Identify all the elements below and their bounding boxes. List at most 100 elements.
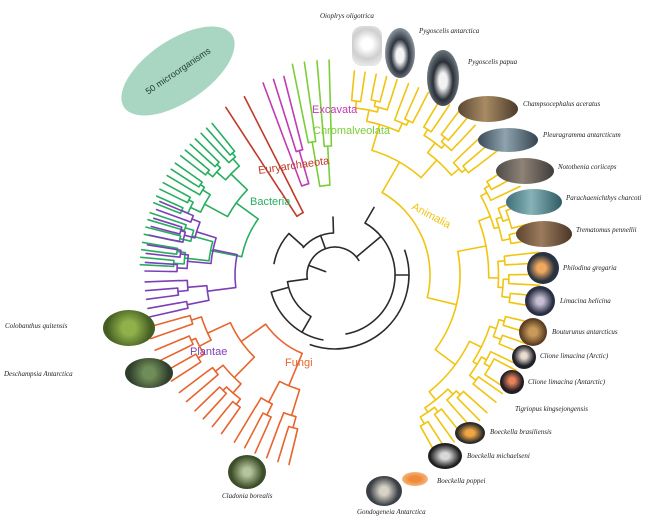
tree-branch [177,268,187,269]
tree-leaf-branch [160,347,188,361]
tree-branch [172,295,179,296]
tree-branch [356,236,381,257]
tree-arc [345,223,395,334]
tree-leaf-branch [195,393,214,411]
tree-branch [435,407,438,412]
tree-leaf-branch [352,71,354,95]
tree-branch [421,160,437,178]
tree-leaf-branch [267,421,281,458]
tree-leaf-branch [362,72,365,94]
tree-branch [217,172,226,180]
tree-arc [201,317,211,340]
tree-branch [203,165,209,170]
worm-photo-icon [519,318,547,346]
tree-branch [387,102,389,110]
tree-branch [233,159,239,166]
tree-leaf-branch [212,408,227,427]
tree-branch [361,94,362,102]
tree-leaf-branch [304,62,313,126]
species-label: Tigriopus kingsejongensis [515,405,588,414]
tree-leaf-branch [289,436,296,465]
tree-branch [463,162,467,166]
tree-arc [371,100,380,102]
tree-leaf-branch [155,339,182,350]
tree-branch [188,286,207,288]
tree-arc [372,150,421,177]
tree-branch [431,125,436,132]
tree-branch [511,242,517,243]
tree-leaf-branch [470,398,487,413]
species-label: Colobanthus quitensis [5,322,67,331]
species-label: Bouturunus antarcticus [552,328,618,337]
tree-branch [213,157,219,163]
tree-branch [424,122,427,127]
species-label: Champsocephalus aceratus [523,100,600,109]
tree-branch [292,191,303,213]
plant-photo-icon [103,310,155,346]
tree-branch [175,211,180,213]
tree-arc [184,225,186,231]
lichen-photo-icon [228,455,266,489]
tree-leaf-branch [278,431,287,462]
tree-branch [428,143,435,153]
tree-arc [320,185,330,186]
species-label: Pygoscelis papua [468,58,517,67]
tree-branch [399,123,403,131]
tree-branch [224,158,229,163]
tree-leaf-branch [145,262,172,264]
tree-leaf-branch [255,423,268,453]
tree-branch [182,336,189,339]
tree-branch [503,219,509,221]
tree-branch [211,163,215,167]
clade-label-chromalveolata: Chromalveolata [313,125,390,137]
tree-arc [271,292,323,340]
tree-branch [205,204,228,216]
species-label: Pleuragramma antarcticum [543,131,621,140]
tree-branch [170,253,177,254]
tree-leaf-branch [416,92,428,115]
tree-branch [291,134,296,151]
tree-branch [482,357,487,360]
tree-branch [241,324,266,341]
clade-label-excavata: Excavata [312,104,357,116]
tree-arc [374,106,387,110]
tree-arc [226,387,240,399]
tree-arc [498,261,499,287]
tree-arc [470,357,482,376]
tree-arc [481,196,494,229]
tree-branch [352,95,353,101]
tree-branch [271,287,288,292]
protist-photo-icon [352,26,382,66]
species-label: Boeckella michaelseni [467,452,530,461]
tree-branch [231,174,247,190]
tree-branch [197,232,217,238]
tree-branch [203,190,211,195]
fish-photo-icon [458,96,518,122]
tree-branch [305,124,309,143]
tree-arc [303,233,334,248]
tree-leaf-branch [140,265,166,266]
tree-arc [498,208,503,221]
tree-arc [352,101,361,102]
tree-arc [226,166,240,180]
tree-branch [223,394,227,398]
species-label: Gondogeneia Antarctica [357,508,426,517]
tree-branch [186,324,193,326]
tree-branch [207,288,235,292]
tree-branch [236,399,240,404]
tree-branch [194,184,199,187]
tree-branch [463,391,470,397]
tree-branch [454,158,459,163]
copepod-photo-icon [455,422,485,444]
amphipod-photo-icon [366,476,402,506]
tree-leaf-branch [195,139,213,157]
tree-branch [293,417,296,428]
tree-branch [448,135,452,140]
tree-branch [333,217,334,233]
tree-branch [492,186,498,189]
tree-branch [502,335,511,338]
tree-branch [256,398,261,407]
tree-leaf-branch [407,88,419,114]
